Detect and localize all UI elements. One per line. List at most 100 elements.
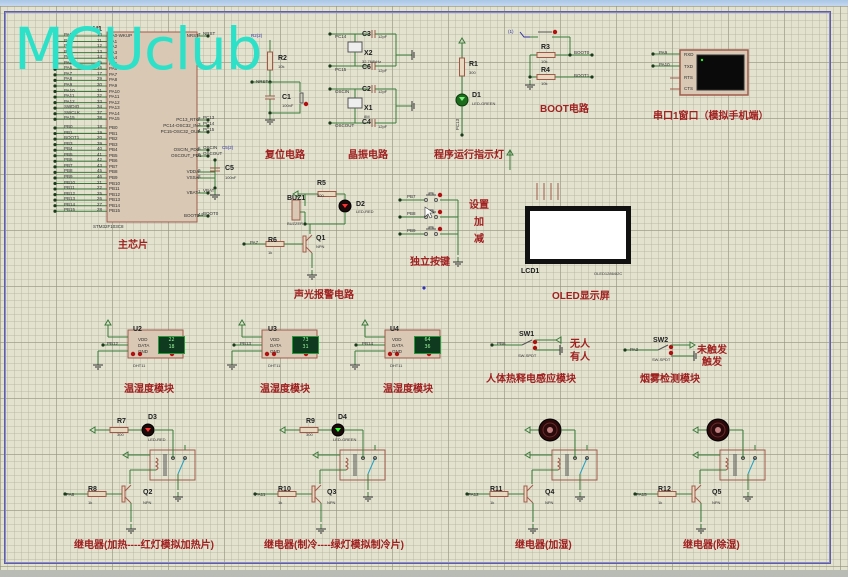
mcu-pin-terminal <box>53 148 57 152</box>
r6-value: 1k <box>268 250 273 255</box>
net-terminal <box>398 198 402 202</box>
mcu-net-label: BOOT0 <box>203 211 219 216</box>
mcu-pin-number: 18 <box>97 124 103 129</box>
mcu-net-label: PB5 <box>64 151 73 157</box>
d2-ref: D2 <box>356 201 365 208</box>
power-arrow-icon <box>555 336 562 344</box>
title-bar <box>0 0 848 6</box>
mcu-pin-terminal <box>53 154 57 158</box>
relay-cool-title: 继电器(制冷----绿灯模拟制冷片) <box>264 540 404 551</box>
mcu-pin-number: 16 <box>97 65 103 71</box>
mcu-net-label: PA2 <box>64 43 73 49</box>
x2-value: 32.768kHz <box>362 59 382 64</box>
r4-ref: R4 <box>541 67 550 74</box>
mcu-pin-name: VSSA <box>186 175 199 180</box>
q4-value: NPN <box>545 500 554 505</box>
wire <box>205 160 216 173</box>
transistor-icon <box>305 246 313 254</box>
relay-switch-icon <box>747 457 756 475</box>
d1-ref: D1 <box>472 92 481 99</box>
mcu-pin-name: PA9 <box>109 82 118 88</box>
run-led-title: 程序运行指示灯 <box>434 150 504 161</box>
mcu-pin-terminal <box>53 209 57 213</box>
power-arrow-icon <box>689 341 696 349</box>
dht-pin-vdd: VDD <box>270 337 280 342</box>
run-led-net: PC13 <box>455 118 461 131</box>
mcu-pin-number: 22 <box>97 185 103 191</box>
mcu-pin-name: PC13_RTC <box>176 117 200 122</box>
mcu-pin-name: PB13 <box>109 197 121 203</box>
net-oscout: OSCOUT <box>335 123 355 128</box>
relay-contact-icon <box>373 456 377 460</box>
x2-ref: X2 <box>364 50 373 57</box>
net-pa9: PA9 <box>659 50 668 55</box>
r1-ref: R1 <box>469 61 478 68</box>
mouse-cursor-icon <box>424 206 435 219</box>
mcu-net-label: PB11 <box>64 185 75 191</box>
net-terminal <box>651 52 655 56</box>
mcu-pin-number: 7 <box>198 32 201 37</box>
mcu-net-label: PA6 <box>64 65 73 71</box>
mcu-net-label: PC14 <box>203 121 215 126</box>
net-pb9: PB9 <box>407 228 416 233</box>
mcu-pin-number: 42 <box>97 157 103 163</box>
net-terminal <box>63 492 67 496</box>
reset-net: NRST <box>256 79 269 84</box>
relay-dehumidify-title: 继电器(除湿) <box>683 540 740 551</box>
mcu-net-label: PC15 <box>203 127 215 132</box>
motor-icon <box>710 422 726 438</box>
mcu-pin-terminal <box>53 137 57 141</box>
dht-pin-data: DATA <box>392 343 404 348</box>
mcu-pin-name: PA7 <box>109 71 118 77</box>
c4-value: 12pF <box>378 124 388 129</box>
r2-resistor <box>267 51 273 71</box>
mcu-pin-name: PB12 <box>109 191 121 197</box>
junction-dot <box>213 186 217 190</box>
led-icon <box>335 428 341 432</box>
d4-value: LED-GREEN <box>333 437 357 442</box>
mcu-pin-terminal <box>206 154 210 158</box>
dht-part: DHT11 <box>268 363 281 368</box>
mcu-pin-number: 33 <box>97 98 103 104</box>
net-terminal <box>232 343 236 347</box>
transistor-icon <box>314 484 322 492</box>
dht-button-icon <box>394 351 400 357</box>
power-arrow-icon <box>458 37 466 44</box>
c1-ref: C1 <box>282 94 291 101</box>
transistor-icon <box>526 484 534 492</box>
reset-button-led-icon <box>303 101 309 107</box>
mcu-pin-name: PB6 <box>109 158 118 164</box>
dht-pin-gnd: GND <box>270 349 280 354</box>
mcu-pin-number: 41 <box>97 151 103 157</box>
d1-led-icon <box>459 97 465 101</box>
mcu-part: STM32F103C8 <box>93 224 124 229</box>
mcu-net-label: PB7 <box>64 162 73 168</box>
mcu-pin-number: 4 <box>198 128 201 133</box>
button-led-icon <box>437 209 443 215</box>
dht-pin-vdd: VDD <box>392 337 402 342</box>
net-terminal <box>623 348 627 352</box>
mcu-pin-number: 45 <box>97 168 103 174</box>
net-terminal <box>490 343 494 347</box>
relay-switch-icon <box>367 457 376 475</box>
mcu-pin-name: PB5 <box>109 152 118 158</box>
mcu-pin-terminal <box>53 181 57 186</box>
r3-resistor <box>536 52 556 58</box>
pir-label-none: 无人 <box>570 339 590 350</box>
smoke-label-triggered: 触发 <box>702 357 722 368</box>
crystal-x2-icon <box>347 41 363 53</box>
mcu-pin-terminal <box>53 187 57 191</box>
c5-ref: C5 <box>225 165 234 172</box>
mcu-pin-name: PB3 <box>109 141 118 147</box>
mcu-pin-terminal <box>53 159 57 163</box>
mcu-pin-terminal <box>53 62 57 66</box>
schematic-canvas[interactable] <box>0 6 848 570</box>
relay-coil-icon <box>724 457 729 471</box>
mcu-pin-name: PA15 <box>109 116 120 122</box>
dht-net: PB12 <box>107 341 119 346</box>
net-terminal <box>590 75 594 79</box>
button-icon <box>434 198 438 202</box>
mcu-pin-name: PB8 <box>109 169 118 175</box>
dht-button-icon <box>264 351 270 357</box>
